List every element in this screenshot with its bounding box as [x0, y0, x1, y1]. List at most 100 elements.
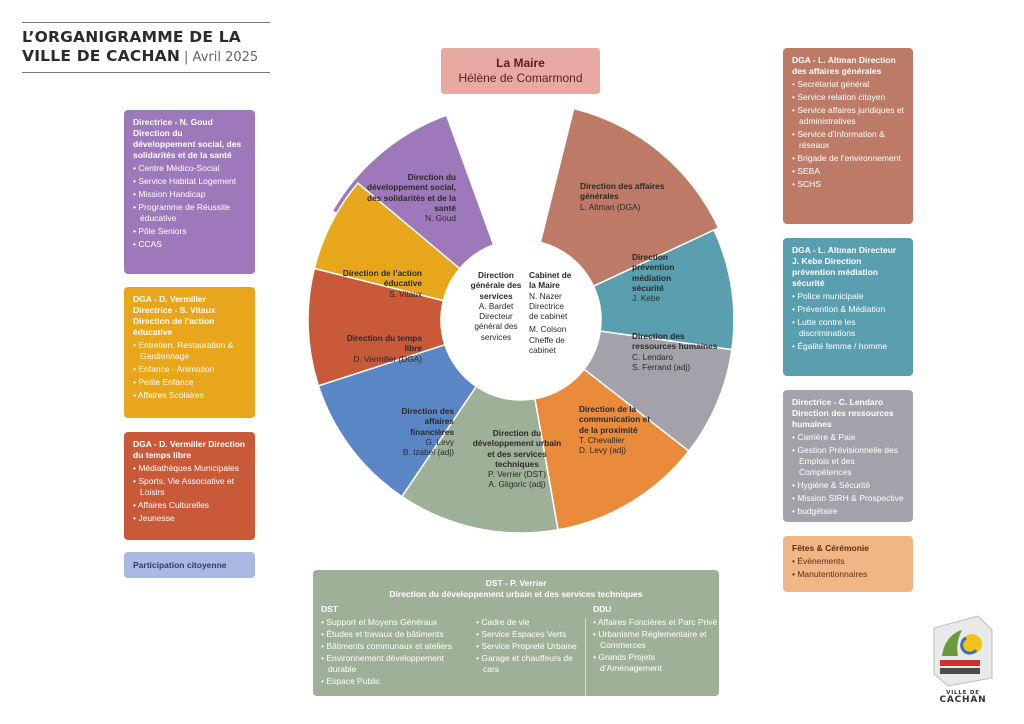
list-item: Police municipale: [792, 291, 904, 302]
list-item: Affaires Scolaires: [133, 390, 246, 401]
cabinet-name2: M. Colson: [529, 324, 567, 335]
list-item: Prévention & Médiation: [792, 304, 904, 315]
maire-box: La Maire Hélène de Comarmond: [441, 48, 600, 94]
page-title-line1: L’ORGANIGRAMME DE LA: [22, 28, 241, 46]
page-date: | Avril 2025: [184, 50, 259, 65]
box-fetes-list: Événements Manutentionnaires: [792, 556, 904, 580]
logo-caption-small: VILLE DE: [946, 690, 980, 696]
box-prevention: DGA - L. Altman Directeur J. Kebe Direct…: [783, 238, 913, 376]
segment-title: Direction prévention médiation sécurité: [632, 252, 675, 293]
list-item: Événements: [792, 556, 904, 567]
segment-name: S. Vitaux: [388, 288, 422, 299]
box-dst: DST - P. Verrier Direction du développem…: [313, 570, 719, 718]
list-item: Enfance - Animation: [133, 364, 246, 375]
segment-name-adj: B. Izabel (adj): [402, 447, 454, 458]
box-participation-citoyenne: Participation citoyenne: [124, 552, 255, 578]
header-rule-bottom: [22, 72, 270, 73]
list-item: Bâtiments communaux et ateliers: [321, 641, 471, 652]
list-item: Service affaires juridiques et administr…: [792, 105, 904, 127]
list-item: Jeunesse: [133, 513, 246, 524]
box-ressources-humaines: Directrice - C. Lendaro Direction des re…: [783, 390, 913, 522]
cabinet-name1: N. Nazer: [529, 290, 562, 301]
segment-label-social: Direction du développement social, des s…: [362, 172, 456, 223]
segment-title: Direction de la communication et de la p…: [579, 404, 650, 435]
list-item: Service Habitat Logement: [133, 176, 246, 187]
center-dgs: Direction générale des services A. Barde…: [470, 270, 522, 342]
list-item: Centre Médico-Social: [133, 163, 246, 174]
box-fetes-ceremonie: Fêtes & Cérémonie Événements Manutention…: [783, 536, 913, 592]
segment-title: Direction des affaires générales: [580, 181, 665, 202]
segment-title: Direction de l’action éducative: [342, 268, 422, 289]
box-dst-col3-head: DDU: [593, 604, 612, 614]
segment-label-dst: Direction du développement urbain et des…: [468, 428, 566, 490]
box-dst-head: DST - P. Verrier Direction du développem…: [321, 578, 711, 600]
list-item: Hygiène & Sécurité: [792, 480, 904, 491]
box-temps-libre: DGA - D. Vermiller Direction du temps li…: [124, 432, 255, 540]
box-participation-head: Participation citoyenne: [133, 560, 227, 570]
box-dst-col3: DDU Affaires Foncières et Parc Privé Urb…: [593, 604, 718, 674]
center-cabinet: Cabinet de la Maire N. Nazer Directrice …: [529, 270, 575, 355]
list-item: Petite Enfance: [133, 377, 246, 388]
segment-title: Direction des ressources humaines: [632, 331, 718, 352]
segment-title: Direction du développement urbain et des…: [472, 428, 562, 469]
segment-label-communication: Direction de la communication et de la p…: [579, 404, 661, 455]
segment-label-affaires-generales: Direction des affaires générales L. Altm…: [580, 181, 670, 212]
page-title-row: VILLE DE CACHAN| Avril 2025: [22, 46, 270, 68]
segment-label-rh: Direction des ressources humaines C. Len…: [632, 331, 720, 372]
dgs-title: Direction générale des services: [470, 270, 522, 301]
list-item: Mission SIRH & Prospective: [792, 493, 904, 504]
list-item: Lutte contre les discriminations: [792, 317, 904, 339]
list-item: Service Propreté Urbaine: [476, 641, 586, 652]
list-item: budgétaire: [792, 506, 904, 517]
list-item: Brigade de l’environnement: [792, 153, 904, 164]
box-dst-col1: DST Support et Moyens Généraux Études et…: [321, 604, 471, 687]
list-item: Urbanisme Réglementaire et Commerces: [593, 629, 718, 651]
box-education: DGA - D. Vermiller Directrice - S. Vitau…: [124, 287, 255, 418]
segment-name: P. Verrier (DST): [488, 469, 546, 480]
header-rule-top: [22, 22, 270, 23]
segment-label-finances: Direction des affaires financières G. Le…: [388, 406, 454, 457]
list-item: SCHS: [792, 179, 904, 190]
cabinet-role2: Cheffe de cabinet: [529, 334, 565, 356]
list-item: Carrière & Paie: [792, 432, 904, 443]
segment-name: G. Levy: [425, 436, 454, 447]
wheel-center: [441, 240, 601, 400]
box-affaires-generales-head: DGA - L. Altman Direction des affaires g…: [792, 55, 896, 76]
box-social: Directrice - N. Goud Direction du dévelo…: [124, 110, 255, 274]
list-item: Espace Public: [321, 676, 471, 687]
segment-name: J. Kebe: [632, 293, 661, 304]
segment-label-prevention: Direction prévention médiation sécurité …: [632, 252, 692, 303]
list-item: Programme de Réussite éducative: [133, 202, 246, 224]
segment-label-temps-libre: Direction du temps libre D. Vermiller (D…: [344, 333, 422, 364]
box-temps-libre-head: DGA - D. Vermiller Direction du temps li…: [133, 439, 246, 460]
box-rh-head: Directrice - C. Lendaro Direction des re…: [792, 397, 894, 429]
box-education-list: Entretien, Restauration & Gardiennage En…: [133, 340, 246, 401]
logo-caption: VILLE DE CACHAN: [928, 690, 998, 705]
list-item: Cadre de vie: [476, 617, 586, 628]
segment-name-adj: S. Ferrand (adj): [632, 361, 691, 372]
list-item: Service d’information & réseaux: [792, 129, 904, 151]
list-item: Affaires Foncières et Parc Privé: [593, 617, 718, 628]
segment-title: Direction des affaires financières: [401, 406, 454, 437]
list-item: Secrétariat général: [792, 79, 904, 90]
list-item: Service Espaces Verts: [476, 629, 586, 640]
box-rh-list: Carrière & Paie Gestion Prévisionnelle d…: [792, 432, 904, 517]
list-item: Grands Projets d’Aménagement: [593, 652, 718, 674]
box-social-head: Directrice - N. Goud Direction du dévelo…: [133, 117, 242, 160]
list-item: CCAS: [133, 239, 246, 250]
list-item: Manutentionnaires: [792, 569, 904, 580]
box-fetes-head: Fêtes & Cérémonie: [792, 543, 869, 553]
segment-name: T. Chevallier: [579, 434, 625, 445]
list-item: Support et Moyens Généraux: [321, 617, 471, 628]
segment-name: D. Vermiller (DGA): [353, 353, 422, 364]
list-item: Études et travaux de bâtiments: [321, 629, 471, 640]
list-item: Médiathèques Municipales: [133, 463, 246, 474]
cachan-logo: VILLE DE CACHAN: [928, 612, 998, 708]
box-dst-separator: [585, 618, 586, 718]
box-dst-head2: Direction du développement urbain et des…: [389, 589, 643, 599]
page-title-line2: VILLE DE CACHAN: [22, 47, 181, 65]
cabinet-title: Cabinet de la Maire: [529, 270, 572, 291]
box-dst-head1: DST - P. Verrier: [485, 578, 547, 588]
segment-name-adj: D. Levy (adj): [579, 445, 627, 456]
